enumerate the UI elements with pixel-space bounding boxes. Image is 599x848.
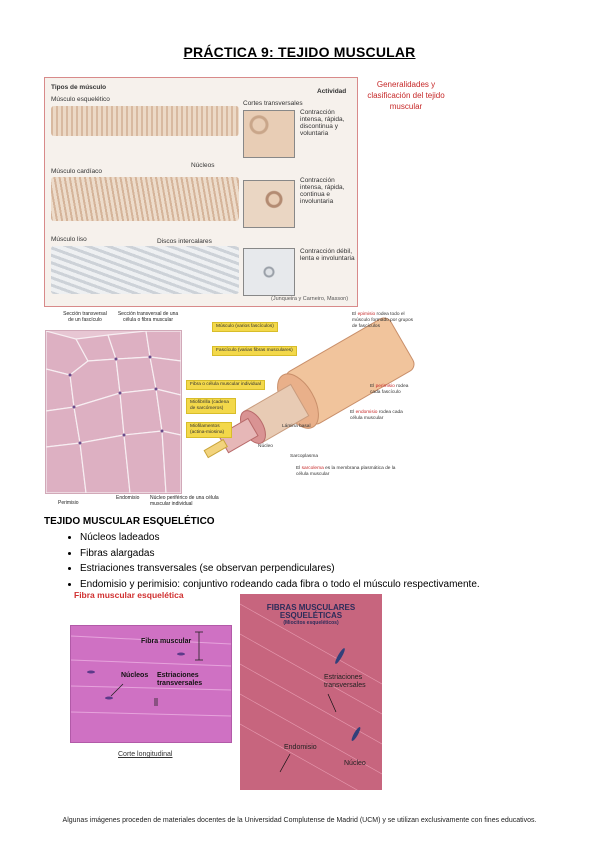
label-lamina-basal: Lámina basal — [282, 424, 311, 429]
histo-label-top-right: Sección transversal de una célula o fibr… — [117, 311, 179, 323]
label-miofibrilla: Miofibrilla (cadena de sarcómeros) — [186, 398, 236, 414]
label-fasciculo: Fascículo (varias fibras musculares) — [212, 346, 297, 356]
fig4-subtitle: (Miocitos esqueléticos) — [283, 619, 339, 626]
figure-credit: (Junqueira y Carneiro, Masson) — [271, 296, 349, 302]
fig4-label-nucleo: Núcleo — [344, 760, 366, 767]
label-discos: Discos intercalares — [157, 238, 212, 245]
fig4-title: FIBRAS MUSCULARES ESQUELÉTICAS (Miocitos… — [240, 603, 382, 626]
figure-header-right: Actividad — [317, 88, 347, 95]
cardiac-cross-section — [243, 180, 295, 228]
skeletal-fibers-figure: FIBRAS MUSCULARES ESQUELÉTICAS (Miocitos… — [240, 594, 382, 790]
histology-cross-section — [45, 330, 182, 494]
label-endomisio: El endomisio rodea cada célula muscular — [350, 410, 403, 421]
bullet-item: Estriaciones transversales (se observan … — [80, 561, 599, 577]
activity-cardiac: Contracción intensa, rápida, continua e … — [300, 177, 345, 205]
muscle-structure-drawing — [203, 317, 415, 459]
fig4-title-line1: FIBRAS MUSCULARES — [266, 603, 356, 612]
label-epimisio: El epimisio rodea todo el músculo formad… — [352, 312, 414, 329]
histo-label-nucleo: Núcleo periférico de una célula muscular… — [150, 495, 219, 507]
bullet-item: Núcleos ladeados — [80, 530, 599, 546]
histology-drawing — [46, 331, 181, 493]
section-title: TEJIDO MUSCULAR ESQUELÉTICO — [44, 516, 215, 527]
footer-note: Algunas imágenes proceden de materiales … — [62, 817, 537, 824]
fig4-label-estriaciones: Estriaciones transversales — [324, 674, 366, 689]
label-nucleos-fig3: Núcleos — [121, 672, 149, 679]
row-name-cardiac: Músculo cardíaco — [51, 168, 102, 175]
label-estriaciones-fig3: Estriaciones transversales — [157, 672, 203, 687]
fig4-title-line2: ESQUELÉTICAS — [279, 611, 343, 621]
row-name-smooth: Músculo liso — [51, 236, 87, 243]
label-fibra: Fibra o célula muscular individual — [186, 380, 265, 390]
smooth-cross-section — [243, 248, 295, 296]
skeletal-fibers-drawing — [240, 603, 382, 790]
label-musculo: Músculo (varios fascículos) — [212, 322, 278, 332]
label-nucleo-fig2: Núcleo — [258, 444, 273, 449]
histo-label-endomisio: Endomisio — [116, 495, 140, 501]
label-fibra-muscular: Fibra muscular — [141, 638, 192, 645]
label-miofilamentos: Miofilamentos (actina-miosina) — [186, 422, 232, 438]
cardiac-band — [51, 177, 239, 221]
red-caption: Fibra muscular esquelética — [74, 590, 184, 600]
figure-header-left: Tipos de músculo — [51, 84, 107, 91]
fig4-label-endomisio: Endomisio — [284, 744, 317, 751]
muscle-organization-figure: Músculo (varios fascículos) Fascículo (v… — [182, 308, 415, 498]
activity-skeletal: Contracción intensa, rápida, discontinua… — [300, 109, 345, 137]
bullet-list: Núcleos ladeados Fibras alargadas Estria… — [44, 530, 599, 592]
longitudinal-drawing — [71, 631, 231, 717]
activity-smooth: Contracción débil, lenta e involuntaria — [300, 248, 355, 262]
label-cortes: Cortes transversales — [243, 100, 303, 107]
smooth-band — [51, 246, 239, 294]
label-nucleos: Núcleos — [191, 162, 215, 169]
label-sarcolema: El sarcolema es la membrana plasmática d… — [296, 466, 396, 477]
bullet-item: Fibras alargadas — [80, 546, 599, 562]
figure3-caption: Corte longitudinal — [118, 751, 173, 758]
histo-label-top-left: Sección transversal de un fascículo — [63, 311, 107, 323]
label-sarcoplasma: Sarcoplasma — [290, 454, 318, 459]
row-name-skeletal: Músculo esquelético — [51, 96, 110, 103]
side-note: Generalidades y clasificación del tejido… — [367, 80, 445, 111]
bullet-item: Endomisio y perimisio: conjuntivo rodean… — [80, 577, 599, 593]
muscle-types-figure: Tipos de músculo Actividad Músculo esque… — [44, 77, 358, 307]
histo-label-perimisio: Perimisio — [58, 500, 79, 506]
skeletal-band — [51, 106, 239, 136]
skeletal-cross-section — [243, 110, 295, 158]
page-title: PRÁCTICA 9: TEJIDO MUSCULAR — [183, 44, 416, 60]
label-perimisio: El perimisio rodea cada fascículo — [370, 384, 409, 395]
longitudinal-section-figure: Fibra muscular Núcleos Estriaciones tran… — [70, 625, 232, 743]
